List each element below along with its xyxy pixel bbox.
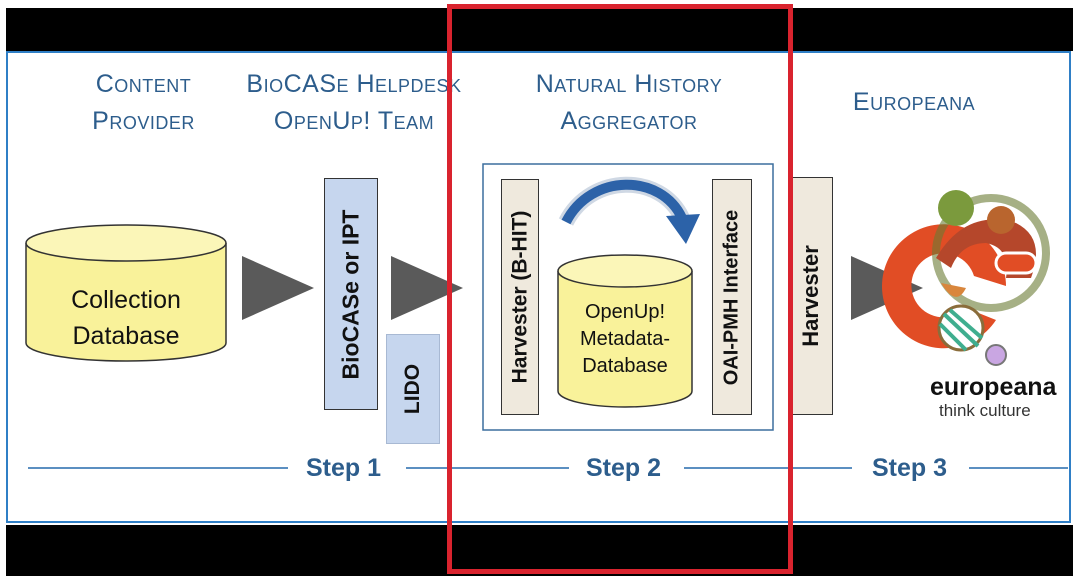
step-1-label: Step 1 — [306, 454, 382, 482]
gray-arrow-1 — [242, 256, 314, 320]
step-2-label: Step 2 — [586, 454, 662, 482]
openup-database-label: OpenUp! Metadata- Database — [558, 299, 692, 380]
header-line: Aggregator — [560, 107, 698, 135]
europeana-wordmark: europeana — [930, 373, 1057, 401]
header-line: OpenUp! Team — [273, 107, 435, 135]
lido-label: LIDO — [400, 363, 424, 415]
europeana-logo — [882, 190, 1050, 366]
header-natural-history: Natural History Aggregator — [504, 66, 754, 140]
header-line: Natural History — [535, 70, 723, 98]
header-biocase-helpdesk: BioCASe Helpdesk OpenUp! Team — [234, 66, 474, 140]
harvester-bhit-box: Harvester (B-HIT) — [501, 179, 539, 415]
openup-line: Metadata- — [579, 328, 671, 350]
biocase-ipt-box: BioCASe or IPT — [324, 178, 378, 410]
europeana-tagline: think culture — [939, 401, 1031, 420]
highlight-rectangle — [447, 4, 793, 574]
header-content-provider: Content Provider — [56, 66, 231, 140]
header-line: Provider — [92, 107, 195, 135]
collection-database-label: Collection Database — [26, 282, 226, 354]
openup-database-cylinder — [557, 254, 693, 408]
step-3-label: Step 3 — [872, 454, 948, 482]
gray-arrow-2 — [391, 256, 463, 320]
openup-line: OpenUp! — [584, 301, 666, 323]
collection-line: Collection — [71, 286, 181, 314]
collection-database-cylinder — [25, 224, 227, 362]
oai-pmh-box: OAI-PMH Interface — [712, 179, 752, 415]
header-line: BioCASe Helpdesk — [246, 70, 462, 98]
openup-line: Database — [582, 355, 668, 377]
header-line: Europeana — [852, 88, 976, 116]
lido-box: LIDO — [386, 334, 440, 444]
biocase-ipt-label: BioCASe or IPT — [337, 209, 364, 379]
collection-line: Database — [72, 322, 180, 350]
curved-arrow-icon — [558, 176, 700, 244]
header-europeana: Europeana — [824, 84, 1004, 121]
harvester-box: Harvester — [789, 177, 833, 415]
header-line: Content — [95, 70, 192, 98]
harvester-label: Harvester — [798, 245, 824, 347]
